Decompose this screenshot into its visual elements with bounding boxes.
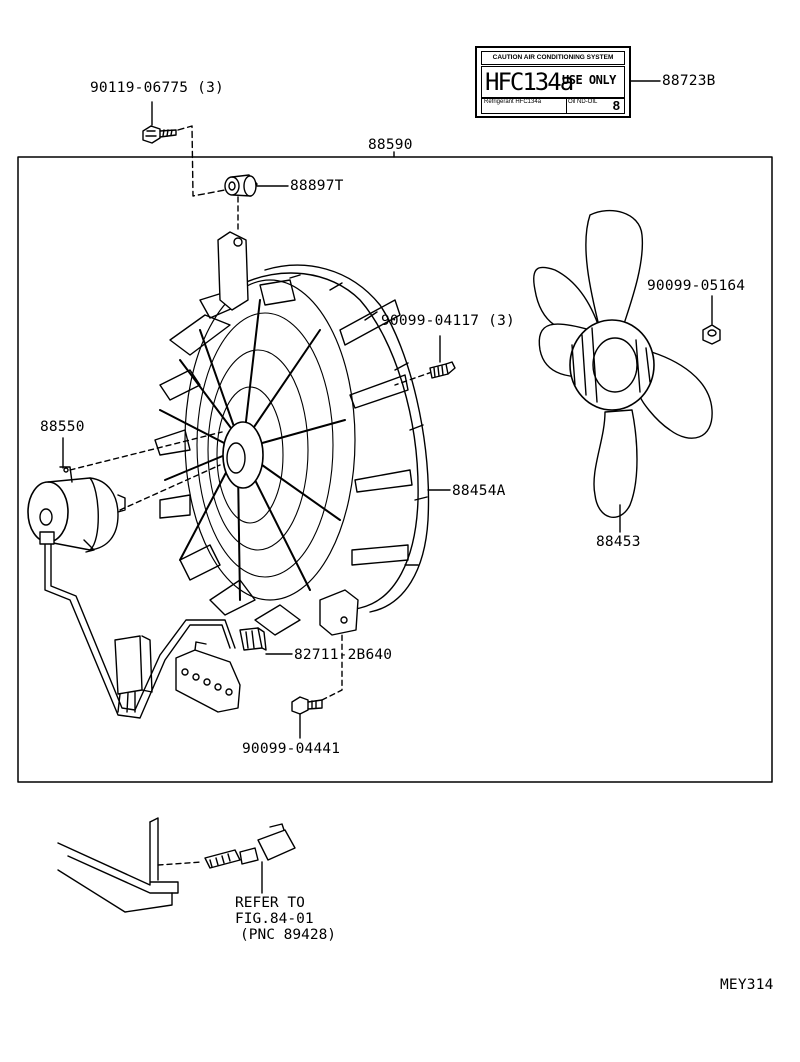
motor-dash-a: [69, 431, 223, 471]
screw-icon: [429, 361, 456, 379]
diagram-code: MEY314: [720, 977, 774, 993]
sensor-dash: [157, 861, 203, 866]
fan-blade-icon: [533, 209, 713, 518]
caution-tag-oil-number: 8: [612, 98, 620, 113]
label-screw-bottom: 90099-04441: [242, 741, 341, 757]
caution-tag-header: CAUTION AIR CONDITIONING SYSTEM: [481, 51, 625, 65]
cushion-icon: [224, 174, 258, 197]
label-fan: 88453: [596, 534, 641, 550]
bottom-screw-dash: [321, 631, 343, 701]
label-motor: 88550: [40, 419, 85, 435]
refer-note-line2: FIG.84-01: [235, 911, 314, 927]
caution-tag: CAUTION AIR CONDITIONING SYSTEM HFC134a …: [475, 46, 631, 118]
sensor-icon: [204, 823, 296, 869]
nut-icon: [702, 324, 721, 345]
wire-harness-icon: [39, 531, 236, 719]
refrigerant-type: HFC134a: [485, 68, 574, 96]
label-assembly: 88590: [368, 137, 413, 153]
refer-note-line1: REFER TO: [235, 895, 305, 911]
caution-tag-oil: Oil ND-OIL: [568, 99, 598, 105]
bottom-screw-icon: [291, 696, 323, 715]
caution-tag-main: HFC134a USE ONLY: [481, 66, 625, 98]
screw-shroud-dash: [394, 371, 433, 386]
label-screw-shroud: 90099-04117 (3): [381, 313, 515, 329]
fan-shroud-icon: [154, 231, 430, 636]
label-connector: 82711-2B640: [294, 647, 393, 663]
use-only-text: USE ONLY: [562, 73, 616, 87]
caution-tag-footer: Refrigerant HFC134a Oil ND-OIL 8: [481, 98, 625, 114]
bolt-icon: [142, 125, 177, 144]
terminal-block-icon: [175, 641, 241, 713]
label-shroud: 88454A: [452, 483, 506, 499]
bolt-dash-line: [177, 125, 226, 197]
refer-note-line3: (PNC 89428): [240, 927, 337, 943]
label-cushion: 88897T: [290, 178, 344, 194]
connector-icon: [239, 627, 267, 651]
assembly-frame: [17, 156, 773, 783]
radiator-corner-icon: [57, 817, 179, 913]
caution-tag-refrigerant: Refrigerant HFC134a: [484, 99, 542, 105]
motor-dash-b: [119, 464, 221, 511]
label-caution-tag: 88723B: [662, 73, 716, 89]
label-bolt-top: 90119-06775 (3): [90, 80, 224, 96]
label-nut-fan: 90099-05164: [647, 278, 746, 294]
fan-motor-icon: [27, 466, 126, 553]
caution-tag-divider: [566, 99, 567, 113]
